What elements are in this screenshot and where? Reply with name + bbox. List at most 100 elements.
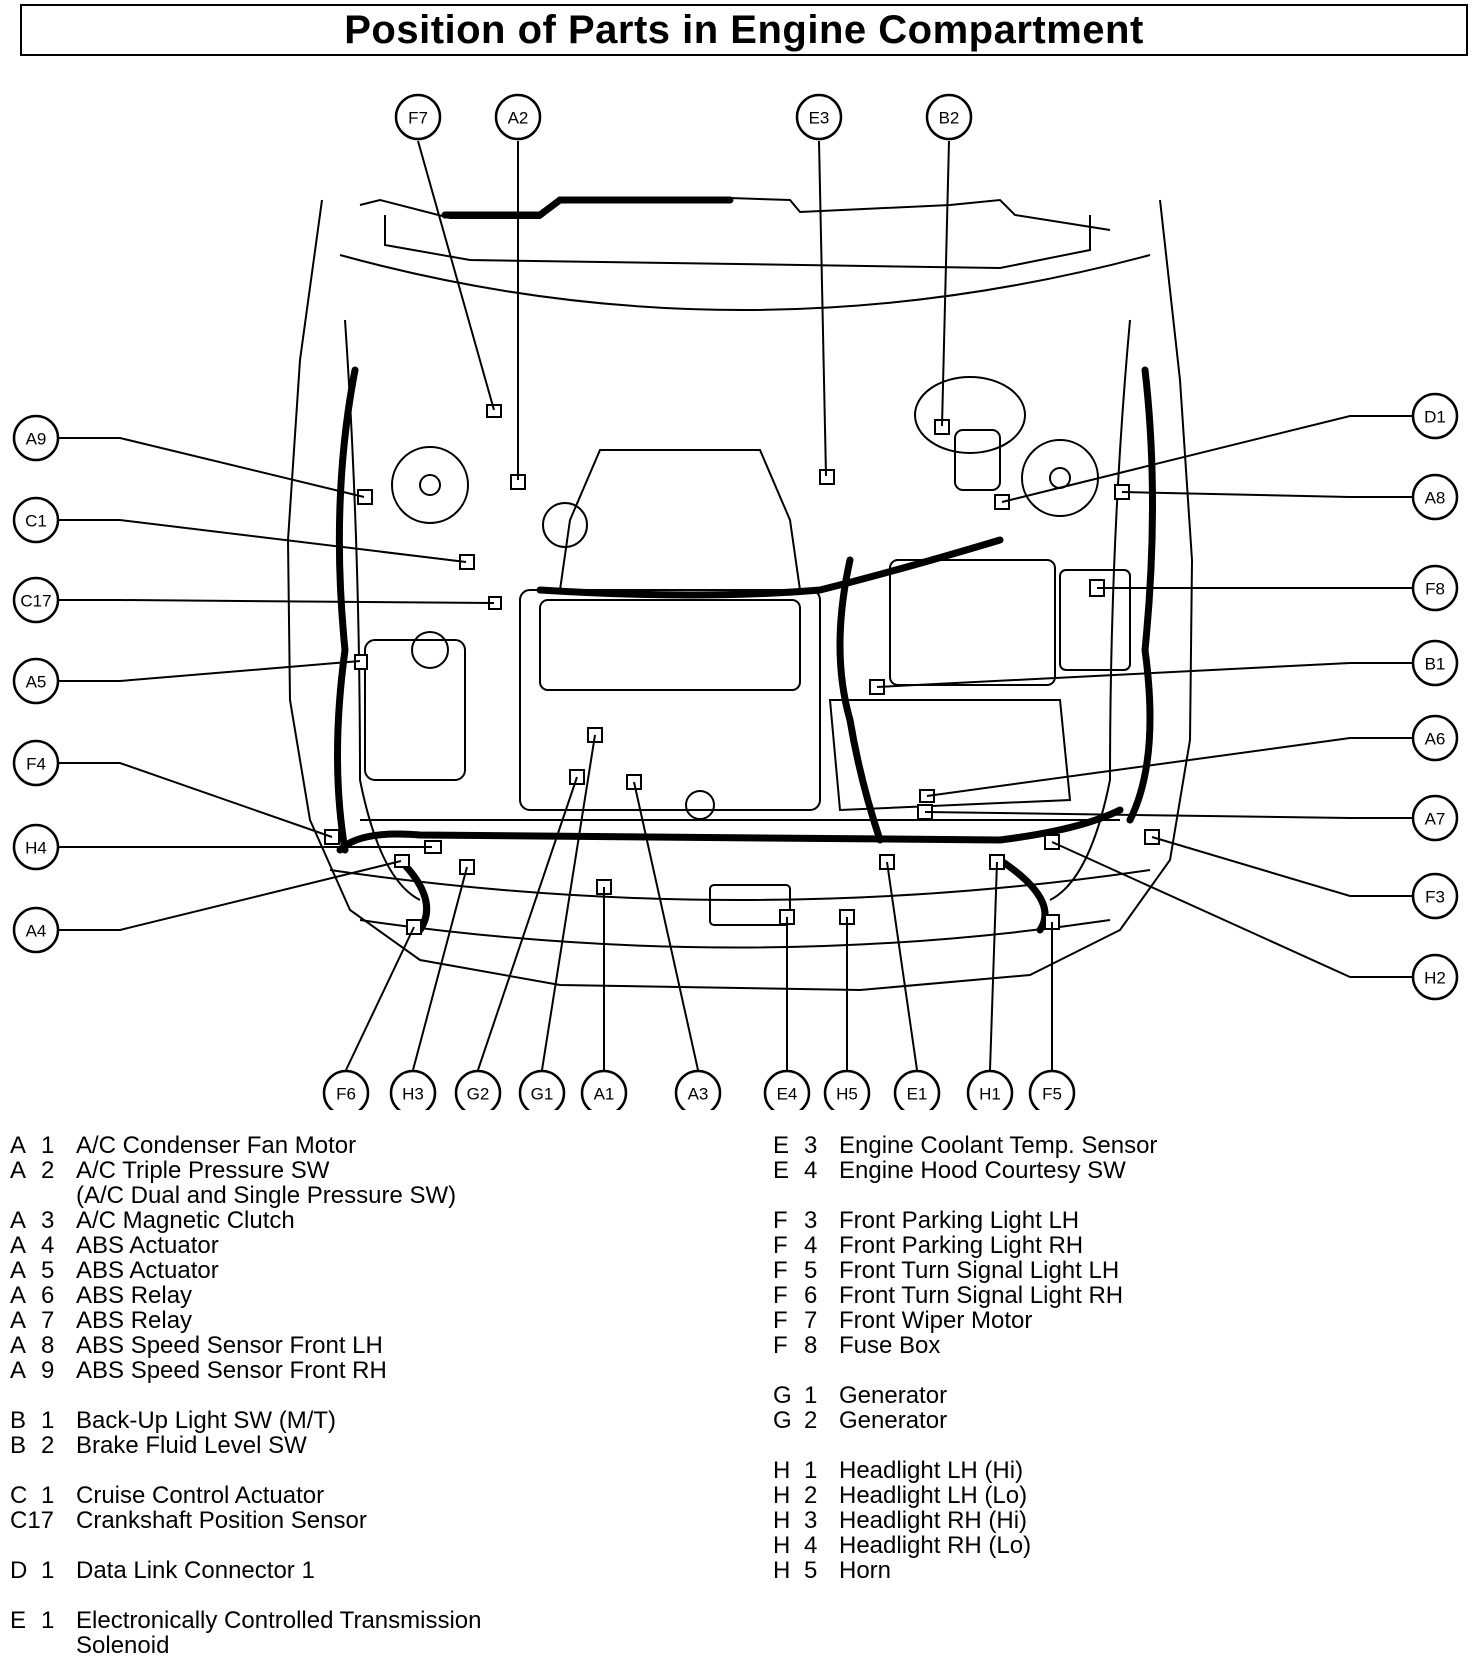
callout-circle (674, 1069, 722, 1110)
callout-label: E3 (809, 109, 830, 128)
leader-f4 (59, 762, 333, 838)
callout-label: H3 (402, 1085, 424, 1104)
legend-letter: H (773, 1482, 791, 1509)
callout-circle (12, 906, 60, 954)
callout-circle (1411, 714, 1459, 762)
strut-tower-lh (1021, 439, 1099, 517)
callout-label: F6 (336, 1085, 356, 1104)
legend-letter: C17 (10, 1507, 55, 1534)
callout-circle (795, 93, 843, 141)
callout-circle (1411, 872, 1459, 920)
legend-description: Engine Coolant Temp. Sensor (839, 1132, 1158, 1159)
callout-circle (1411, 564, 1459, 612)
cowl-panel (384, 215, 1091, 270)
legend-number: 5 (804, 1257, 818, 1284)
leader-b2 (941, 140, 950, 427)
callout-circle (322, 1069, 370, 1110)
callout-label: F4 (26, 755, 46, 774)
legend-description: Front Turn Signal Light RH (839, 1282, 1124, 1309)
legend-letter: D (10, 1557, 28, 1584)
leader-a5 (59, 660, 361, 682)
throttle-body (542, 502, 588, 548)
air-cleaner (889, 559, 1056, 686)
title-box: Position of Parts in Engine Compartment (20, 4, 1468, 56)
callout-label: C1 (25, 512, 47, 531)
leader-c1 (59, 519, 467, 563)
callout-d1: D1 (1411, 392, 1459, 440)
leader-h1 (989, 861, 998, 1071)
legend-letter: A (10, 1157, 27, 1184)
callout-h3: H3 (389, 1069, 437, 1110)
legend-number: 2 (804, 1482, 818, 1509)
callout-label: A9 (26, 430, 47, 449)
callout-circle (1028, 1069, 1076, 1110)
callout-label: A1 (594, 1085, 615, 1104)
callout-f8: F8 (1411, 564, 1459, 612)
master-cylinder (954, 429, 1001, 491)
callout-label: G2 (467, 1085, 490, 1104)
callout-f3: F3 (1411, 872, 1459, 920)
callout-label: B2 (939, 109, 960, 128)
callout-circle (494, 93, 542, 141)
callout-label: H1 (979, 1085, 1001, 1104)
legend-number: 4 (804, 1232, 818, 1259)
strut-tower-rh (391, 446, 469, 524)
leader-f7 (417, 140, 495, 411)
harness-main-front (336, 806, 1124, 854)
legend-letter: G (773, 1382, 792, 1409)
brake-booster (914, 376, 1026, 454)
callout-label: E1 (907, 1085, 928, 1104)
callout-circle (518, 1069, 566, 1110)
legend-description: Front Turn Signal Light LH (839, 1257, 1120, 1284)
legend-letter: F (773, 1257, 788, 1284)
legend-number: 4 (804, 1157, 818, 1184)
legend-gap (10, 1583, 710, 1608)
legend-letter: A (10, 1357, 27, 1384)
callout-circle (1411, 392, 1459, 440)
legend-letter: F (773, 1307, 788, 1334)
legend-description: ABS Actuator (76, 1257, 219, 1284)
callout-label: A7 (1425, 810, 1446, 829)
washer-cap (411, 631, 449, 669)
engine-block (519, 589, 821, 811)
callout-label: A6 (1425, 730, 1446, 749)
callout-e3: E3 (795, 93, 843, 141)
callout-label: A3 (688, 1085, 709, 1104)
legend-number: 2 (804, 1407, 818, 1434)
legend-number: 5 (804, 1557, 818, 1584)
callout-label: F5 (1042, 1085, 1062, 1104)
callout-circle (12, 496, 60, 544)
callout-circle (12, 823, 60, 871)
legend-letter: G (773, 1407, 792, 1434)
harness-lh-side (1126, 366, 1156, 824)
legend-gap (773, 1358, 1453, 1383)
callout-label: H5 (836, 1085, 858, 1104)
leader-g2 (477, 776, 578, 1071)
callout-circle (454, 1069, 502, 1110)
harness-firewall (536, 536, 1004, 599)
callout-circle (394, 93, 442, 141)
legend-letter: F (773, 1332, 788, 1359)
callout-circle (12, 657, 60, 705)
legend-letter: E (10, 1607, 27, 1634)
legend-letter: E (773, 1157, 790, 1184)
leader-a8 (1121, 491, 1412, 498)
legend-letter: A (10, 1257, 27, 1284)
callout-label: A8 (1425, 489, 1446, 508)
legend-description: Headlight LH (Hi) (839, 1457, 1024, 1484)
inner-fender-rh (344, 319, 421, 901)
callout-c17: C17 (12, 576, 60, 624)
